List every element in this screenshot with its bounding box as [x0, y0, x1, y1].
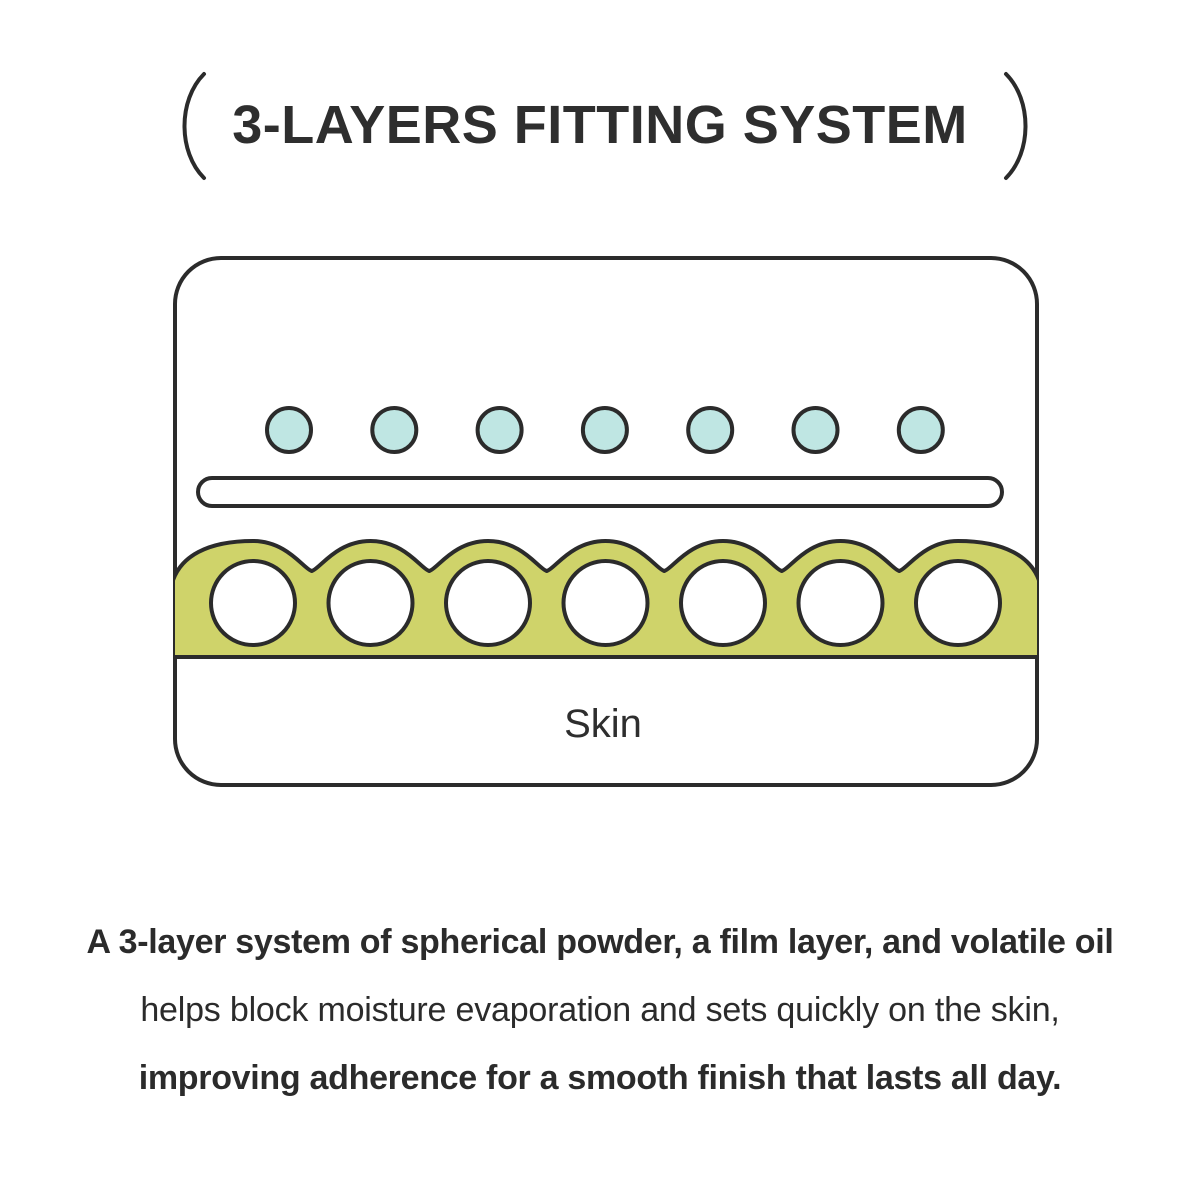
- oil-droplet: [370, 406, 419, 454]
- title-block: 3-LAYERS FITTING SYSTEM: [0, 70, 1200, 185]
- volatile-oil-layer: [265, 406, 945, 454]
- oil-droplet: [475, 406, 524, 454]
- caption-line-2: helps block moisture evaporation and set…: [140, 991, 1060, 1029]
- powder-sphere: [796, 559, 885, 647]
- oil-droplet: [896, 406, 945, 454]
- page-title: 3-LAYERS FITTING SYSTEM: [232, 95, 968, 155]
- powder-sphere: [914, 559, 1002, 647]
- oil-droplet: [580, 406, 629, 454]
- powder-sphere: [679, 559, 767, 647]
- powder-sphere: [326, 559, 415, 647]
- oil-droplet: [265, 406, 313, 454]
- caption-line-3: improving adherence for a smooth finish …: [138, 1059, 1062, 1097]
- powder-sphere: [561, 559, 650, 647]
- caption-line-1: A 3-layer system of spherical powder, a …: [86, 923, 1114, 961]
- powder-sphere: [444, 559, 532, 647]
- skin-label: Skin: [564, 702, 642, 746]
- left-parenthesis-icon: [182, 72, 206, 180]
- oil-droplet: [686, 406, 735, 454]
- right-parenthesis-icon: [1004, 72, 1028, 180]
- spherical-powder-layer: [209, 559, 1002, 647]
- oil-droplet: [791, 406, 840, 454]
- powder-sphere: [209, 559, 297, 647]
- film-layer: [196, 476, 1004, 508]
